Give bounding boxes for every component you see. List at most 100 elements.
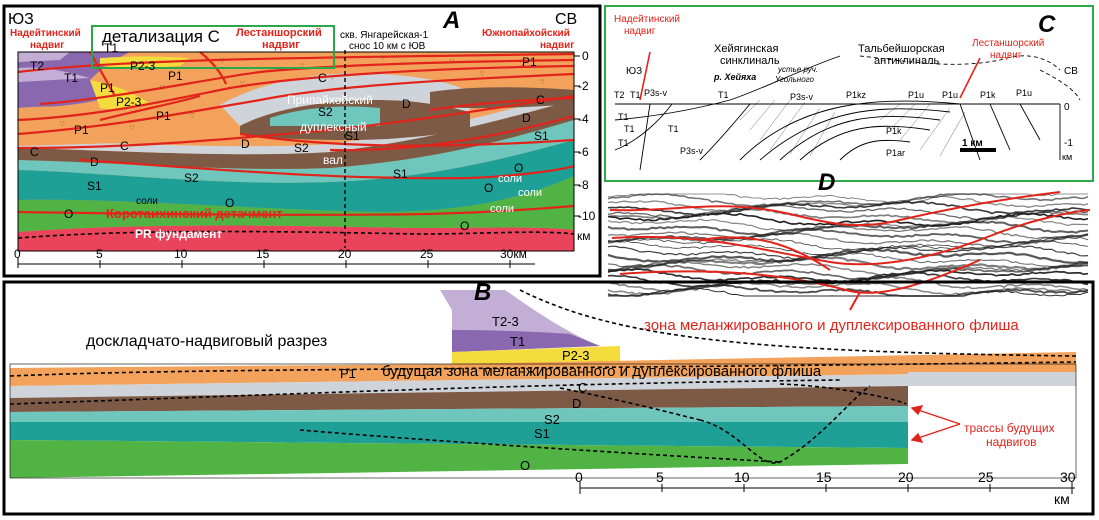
- svg-text:0: 0: [14, 247, 21, 261]
- c-river: р. Хейяха: [713, 72, 756, 82]
- svg-text:∵: ∵: [540, 79, 545, 86]
- svg-text:T1: T1: [630, 90, 641, 100]
- svg-text:P3s-v: P3s-v: [790, 92, 814, 102]
- svg-text:-4: -4: [578, 112, 589, 126]
- svg-text:T1: T1: [618, 138, 629, 148]
- svg-text:∵: ∵: [60, 121, 65, 128]
- svg-text:-2: -2: [578, 79, 589, 93]
- a-nadey-1: Надейтинский: [10, 28, 81, 39]
- svg-text:∵: ∵: [450, 59, 455, 66]
- svg-text:10: 10: [734, 469, 750, 485]
- c-anticline-1: Тальбейшорская: [858, 43, 945, 55]
- b-future-zone: будущая зона меланжированного и дуплекси…: [382, 363, 822, 380]
- svg-text:P2-3: P2-3: [562, 348, 589, 363]
- c-nadey-2: надвиг: [624, 26, 656, 37]
- c-nadey-1: Надейтинский: [614, 14, 680, 25]
- svg-text:соли: соли: [136, 196, 158, 207]
- svg-text:30км: 30км: [500, 247, 527, 261]
- a-detail-label: детализация С: [102, 27, 220, 46]
- svg-text:T2-3: T2-3: [492, 314, 519, 329]
- svg-text:15: 15: [816, 469, 832, 485]
- svg-text:S2: S2: [294, 141, 309, 155]
- svg-text:соли: соли: [518, 187, 542, 199]
- svg-text:C: C: [536, 93, 545, 107]
- a-lestan-1: Лестаншорский: [236, 27, 322, 39]
- svg-text:∵: ∵: [330, 75, 335, 82]
- svg-text:P3s-v: P3s-v: [680, 146, 704, 156]
- svg-text:∵: ∵: [240, 81, 245, 88]
- c-syncline-2: синклиналь: [720, 55, 780, 67]
- svg-text:T1: T1: [668, 124, 679, 134]
- svg-text:D: D: [572, 396, 581, 411]
- svg-text:D: D: [241, 137, 250, 151]
- svg-text:соли: соли: [490, 203, 514, 215]
- svg-text:S2: S2: [184, 171, 199, 185]
- svg-text:P1: P1: [168, 69, 183, 83]
- svg-text:D: D: [522, 111, 531, 125]
- b-x-unit: км: [1054, 491, 1070, 507]
- c-lestan-1: Лестаншорский: [972, 38, 1044, 49]
- svg-text:соли: соли: [498, 173, 522, 185]
- svg-text:∵: ∵: [190, 113, 195, 120]
- b-x-labels: 0 5 10 15 20 25 30: [575, 469, 1076, 485]
- svg-text:P1: P1: [340, 366, 356, 381]
- a-dir-right: СВ: [555, 11, 577, 28]
- svg-text:∵: ∵: [380, 55, 385, 62]
- a-well-2: снос 10 км с ЮВ: [349, 41, 426, 52]
- svg-text:O: O: [484, 181, 493, 195]
- svg-text:S1: S1: [534, 426, 550, 441]
- svg-text:P1: P1: [74, 123, 89, 137]
- svg-text:30: 30: [1060, 469, 1076, 485]
- svg-text:C: C: [318, 71, 327, 85]
- svg-text:∵: ∵: [480, 71, 485, 78]
- svg-text:T1: T1: [510, 334, 525, 349]
- a-lestan-2: надвиг: [262, 39, 300, 51]
- a-nadey-2: надвиг: [30, 40, 64, 51]
- svg-text:P1u: P1u: [908, 90, 924, 100]
- a-duplex-3: вал: [323, 153, 343, 167]
- svg-text:20: 20: [898, 469, 914, 485]
- svg-text:S1: S1: [534, 129, 549, 143]
- a-basement: PR фундамент: [135, 227, 222, 241]
- svg-text:C: C: [30, 145, 39, 159]
- d-letter: D: [818, 169, 835, 196]
- svg-text:25: 25: [978, 469, 994, 485]
- c-depth-1: -1: [1064, 138, 1073, 149]
- svg-text:15: 15: [256, 247, 270, 261]
- svg-text:10: 10: [174, 247, 188, 261]
- b-traces-1: трассы будущих: [964, 421, 1055, 435]
- svg-text:T1: T1: [618, 112, 629, 122]
- svg-text:0: 0: [582, 49, 589, 63]
- svg-text:P1: P1: [522, 55, 537, 69]
- svg-text:P1: P1: [156, 109, 171, 123]
- svg-text:S2: S2: [318, 105, 333, 119]
- svg-text:T1: T1: [624, 124, 635, 134]
- svg-text:P1u: P1u: [942, 90, 958, 100]
- c-scale: 1 км: [962, 138, 983, 149]
- svg-text:25: 25: [420, 247, 434, 261]
- svg-text:S1: S1: [393, 167, 408, 181]
- trace-arrows: [912, 406, 960, 442]
- a-yuzhno-1: Южнопайхойский: [482, 28, 570, 39]
- c-dir-right: СВ: [1064, 66, 1078, 77]
- svg-text:P1ar: P1ar: [886, 148, 905, 158]
- svg-text:-8: -8: [578, 178, 589, 192]
- svg-text:P2-3: P2-3: [130, 59, 156, 73]
- a-dir-left: ЮЗ: [8, 11, 34, 28]
- svg-text:D: D: [90, 155, 99, 169]
- svg-text:O: O: [460, 219, 469, 233]
- b-traces-2: надвигов: [986, 435, 1037, 449]
- svg-text:S2: S2: [544, 412, 560, 427]
- svg-text:5: 5: [96, 247, 103, 261]
- svg-text:O: O: [64, 207, 73, 221]
- svg-text:C: C: [578, 380, 587, 395]
- a-detachment: Коротаихинский детачмент: [106, 206, 283, 221]
- c-depth-unit: км: [1062, 152, 1072, 162]
- svg-text:T2: T2: [614, 90, 625, 100]
- svg-text:T1: T1: [718, 90, 729, 100]
- svg-text:∵: ∵: [160, 85, 165, 92]
- svg-text:∵: ∵: [220, 58, 225, 65]
- svg-text:20: 20: [338, 247, 352, 261]
